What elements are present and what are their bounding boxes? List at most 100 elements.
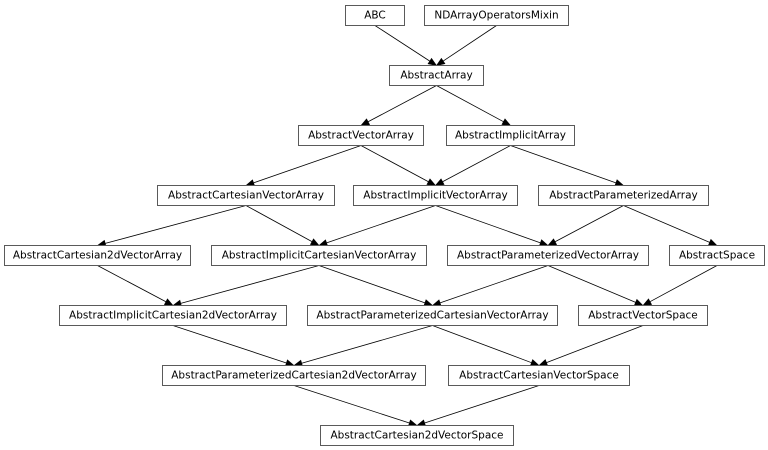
inheritance-edge-abstractparameterizedvectorarray-to-abstractvectorspace (547, 265, 644, 306)
class-node-label: AbstractCartesian2dVectorArray (13, 250, 182, 262)
edge-line (326, 205, 436, 244)
edge-line (374, 25, 431, 62)
inheritance-edge-abstractarray-to-abstractvectorarray (360, 85, 437, 126)
class-node-label: AbstractImplicitArray (455, 130, 566, 142)
edge-line (424, 385, 540, 424)
class-node-label: AbstractImplicitCartesianVectorArray (222, 250, 417, 262)
inheritance-edge-abstractvectorarray-to-abstractimplicitvectorarray (360, 145, 437, 186)
arrowhead-icon (427, 57, 438, 66)
class-node-label: AbstractArray (400, 70, 472, 82)
inheritance-edge-abstractimplicitarray-to-abstractimplicitvectorarray (434, 145, 511, 186)
class-node-abstractimplicitcartesian2dvectorarray[interactable]: AbstractImplicitCartesian2dVectorArray (59, 305, 287, 326)
class-node-box (447, 245, 649, 266)
edge-line (432, 325, 532, 364)
class-node-ndarrayoperatorsmixin[interactable]: NDArrayOperatorsMixin (424, 5, 569, 26)
inheritance-edge-abstractimplicitcartesianvectorarray-to-abstractparameterizedcartesianvectorarray (318, 265, 434, 307)
class-node-label: AbstractParameterizedCartesianVectorArra… (316, 310, 548, 322)
edge-line (439, 265, 549, 304)
inheritance-edge-abstractimplicitcartesian2dvectorarray-to-abstractparameterizedcartesian2dvectorarray (172, 325, 295, 367)
class-node-abstractvectorspace[interactable]: AbstractVectorSpace (578, 305, 708, 326)
arrowhead-icon (707, 238, 718, 246)
class-node-box (162, 365, 426, 386)
class-node-label: AbstractVectorArray (308, 130, 414, 142)
class-node-box (353, 185, 518, 206)
arrowhead-icon (642, 298, 653, 306)
inheritance-edge-abstractcartesian2dvectorarray-to-abstractimplicitcartesian2dvectorarray (97, 265, 174, 306)
class-node-label: AbstractImplicitCartesian2dVectorArray (69, 310, 277, 322)
inheritance-edge-ndarrayoperatorsmixin-to-abstractarray (435, 25, 497, 66)
inheritance-edge-abstractarray-to-abstractimplicitarray (436, 85, 512, 126)
arrowhead-icon (431, 299, 442, 307)
arrowhead-icon (538, 239, 549, 247)
edge-line (649, 265, 718, 303)
arrowhead-icon (309, 238, 320, 246)
inheritance-edge-abstractimplicitvectorarray-to-abstractparameterizedvectorarray (435, 205, 549, 247)
arrowhead-icon (435, 57, 446, 66)
class-node-abstractparameterizedcartesian2dvectorarray[interactable]: AbstractParameterizedCartesian2dVectorAr… (162, 365, 426, 386)
inheritance-edge-abc-to-abstractarray (374, 25, 438, 66)
class-node-box (446, 125, 575, 146)
edge-line (367, 85, 437, 123)
class-node-label: AbstractVectorSpace (588, 310, 698, 322)
class-node-label: AbstractParameterizedArray (549, 190, 698, 202)
inheritance-edge-abstractimplicitvectorarray-to-abstractimplicitcartesianvectorarray (318, 205, 436, 247)
arrowhead-icon (547, 238, 558, 246)
inheritance-edge-abstractparameterizedcartesian2dvectorarray-to-abstractcartesian2dvectorspace (293, 385, 418, 427)
class-node-abstractcartesianvectorspace[interactable]: AbstractCartesianVectorSpace (448, 365, 630, 386)
edge-line (442, 25, 497, 62)
class-node-abstractvectorarray[interactable]: AbstractVectorArray (298, 125, 424, 146)
inheritance-edge-abstractcartesianvectorarray-to-abstractcartesian2dvectorarray (96, 205, 247, 247)
class-node-abstractimplicitcartesianvectorarray[interactable]: AbstractImplicitCartesianVectorArray (211, 245, 427, 266)
edge-line (360, 145, 429, 183)
class-node-box (424, 5, 569, 26)
class-node-box (538, 185, 709, 206)
arrowhead-icon (538, 359, 549, 366)
class-node-label: AbstractCartesian2dVectorSpace (330, 430, 503, 442)
edge-line (547, 265, 636, 303)
inheritance-edge-abstractcartesianvectorspace-to-abstractcartesian2dvectorspace (416, 385, 540, 427)
class-node-abstractarray[interactable]: AbstractArray (389, 65, 484, 86)
edge-line (172, 325, 287, 364)
edge-line (318, 265, 426, 304)
class-node-box (59, 305, 287, 326)
class-node-box (578, 305, 708, 326)
arrowhead-icon (501, 118, 512, 126)
class-node-abstractparameterizedarray[interactable]: AbstractParameterizedArray (538, 185, 709, 206)
class-node-box (4, 245, 191, 266)
inheritance-edge-abstractparameterizedcartesianvectorarray-to-abstractcartesianvectorspace (432, 325, 540, 366)
class-node-abstractcartesianvectorarray[interactable]: AbstractCartesianVectorArray (157, 185, 335, 206)
class-node-label: AbstractImplicitVectorArray (363, 190, 507, 202)
edge-line (293, 385, 410, 424)
class-node-abstractimplicitarray[interactable]: AbstractImplicitArray (446, 125, 575, 146)
edge-line (245, 205, 313, 243)
class-node-label: AbstractParameterizedCartesian2dVectorAr… (171, 370, 416, 382)
arrowhead-icon (434, 178, 445, 186)
class-node-abstractparameterizedcartesianvectorarray[interactable]: AbstractParameterizedCartesianVectorArra… (307, 305, 558, 326)
class-node-box (345, 5, 405, 26)
inheritance-edge-abstractimplicitarray-to-abstractparameterizedarray (510, 145, 625, 187)
arrowhead-icon (360, 118, 371, 126)
edge-line (253, 145, 362, 184)
class-node-abstractcartesian2dvectorspace[interactable]: AbstractCartesian2dVectorSpace (320, 425, 514, 446)
class-node-box (298, 125, 424, 146)
class-node-box (448, 365, 630, 386)
arrowhead-icon (426, 178, 437, 186)
arrowhead-icon (614, 179, 625, 187)
inheritance-edge-abstractvectorarray-to-abstractcartesianvectorarray (245, 145, 362, 187)
class-node-label: AbstractParameterizedVectorArray (457, 250, 639, 262)
class-node-label: NDArrayOperatorsMixin (434, 10, 558, 22)
class-node-box (157, 185, 335, 206)
arrowhead-icon (163, 298, 174, 306)
class-node-abstractspace[interactable]: AbstractSpace (669, 245, 765, 266)
class-node-label: ABC (364, 10, 386, 22)
edge-line (97, 265, 167, 303)
class-node-abstractparameterizedvectorarray[interactable]: AbstractParameterizedVectorArray (447, 245, 649, 266)
class-node-label: AbstractCartesianVectorArray (168, 190, 324, 202)
edge-line (435, 205, 541, 244)
inheritance-edge-abstractimplicitcartesianvectorarray-to-abstractimplicitcartesian2dvectorarray (172, 265, 320, 307)
class-node-abc[interactable]: ABC (345, 5, 405, 26)
edge-line (436, 85, 504, 123)
class-node-abstractimplicitvectorarray[interactable]: AbstractImplicitVectorArray (353, 185, 518, 206)
class-node-abstractcartesian2dvectorarray[interactable]: AbstractCartesian2dVectorArray (4, 245, 191, 266)
